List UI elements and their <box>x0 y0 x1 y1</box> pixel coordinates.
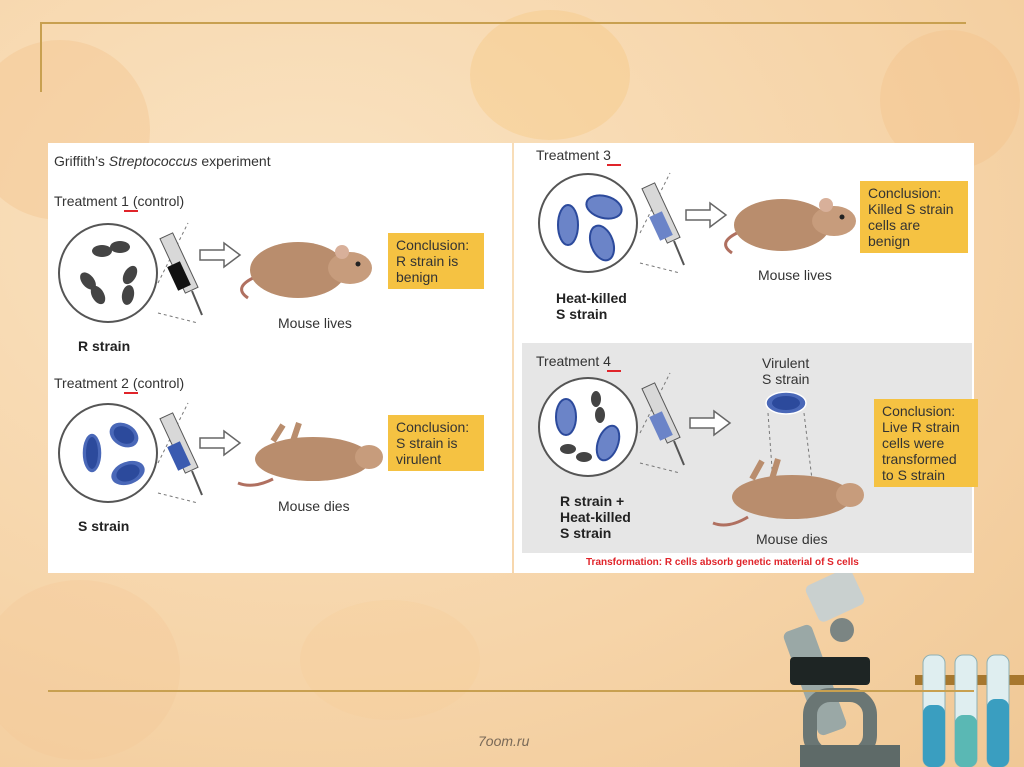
virulent-s-label: Virulent S strain <box>762 355 810 387</box>
heat-killed-s-cells <box>557 194 623 262</box>
footer-brand: 7oom.ru <box>478 733 530 749</box>
r-strain-dish <box>58 223 158 323</box>
panel-left: Griffith’s Streptococcus experiment Trea… <box>48 143 512 573</box>
treatment-3-underline <box>607 164 621 166</box>
top-rule <box>40 22 966 24</box>
treatment-1-label: Treatment 1 (control) <box>54 193 185 209</box>
treatment-4-underline <box>607 370 621 372</box>
decor-blob <box>470 10 630 140</box>
treatment-3-label: Treatment 3 <box>536 147 611 163</box>
outcome-2: Mouse dies <box>278 498 350 514</box>
treatment-4-label: Treatment 4 <box>536 353 611 369</box>
top-rule-vertical <box>40 22 42 92</box>
syringe-icon <box>157 222 203 324</box>
diagram-title: Griffith’s Streptococcus experiment <box>54 153 271 169</box>
s-strain-dish <box>58 403 158 503</box>
test-tubes-icon <box>915 654 1024 767</box>
panel-right: Treatment 3 Heat-killed S strain Mouse l… <box>514 143 978 573</box>
syringe-icon <box>639 172 685 274</box>
mouse-dies-icon <box>237 422 383 487</box>
mouse-lives-icon <box>724 198 856 255</box>
r-strain-label: R strain <box>78 338 131 354</box>
outcome-3: Mouse lives <box>758 267 832 283</box>
s-cells <box>81 421 147 487</box>
decor-blob <box>0 580 180 760</box>
mixed-cells <box>555 391 621 462</box>
bottom-rule <box>48 690 974 692</box>
treatment-2-label: Treatment 2 (control) <box>54 375 185 391</box>
syringe-icon <box>157 402 203 504</box>
heat-killed-s-dish <box>538 173 638 273</box>
conclusion-1: Conclusion: R strain is benign <box>388 233 484 289</box>
arrow-icon <box>199 241 242 269</box>
mouse-lives-icon <box>240 242 372 300</box>
mouse-dies-icon <box>712 458 864 527</box>
arrow-icon <box>199 429 242 457</box>
syringe-icon <box>639 372 685 474</box>
microscope-icon <box>783 568 900 767</box>
treatment-2-underline <box>124 392 138 394</box>
treatment-1-underline <box>124 210 138 212</box>
outcome-4: Mouse dies <box>756 531 828 547</box>
r-cells <box>80 241 138 305</box>
conclusion-3: Conclusion: Killed S strain cells are be… <box>860 181 968 253</box>
s-strain-label: S strain <box>78 518 130 534</box>
virulent-s-cell <box>765 391 815 497</box>
treatment-4-box: Treatment 4 R strain + Heat-killed S str… <box>522 343 978 553</box>
mixed-strain-label: R strain + Heat-killed S strain <box>560 493 631 541</box>
transformation-caption: Transformation: R cells absorb genetic m… <box>586 557 859 568</box>
conclusion-4: Conclusion: Live R strain cells were tra… <box>874 399 978 487</box>
arrow-icon <box>689 409 732 437</box>
outcome-1: Mouse lives <box>278 315 352 331</box>
heat-killed-s-label: Heat-killed S strain <box>556 290 627 322</box>
arrow-icon <box>685 201 728 229</box>
conclusion-2: Conclusion: S strain is virulent <box>388 415 484 471</box>
decor-blob <box>300 600 480 720</box>
